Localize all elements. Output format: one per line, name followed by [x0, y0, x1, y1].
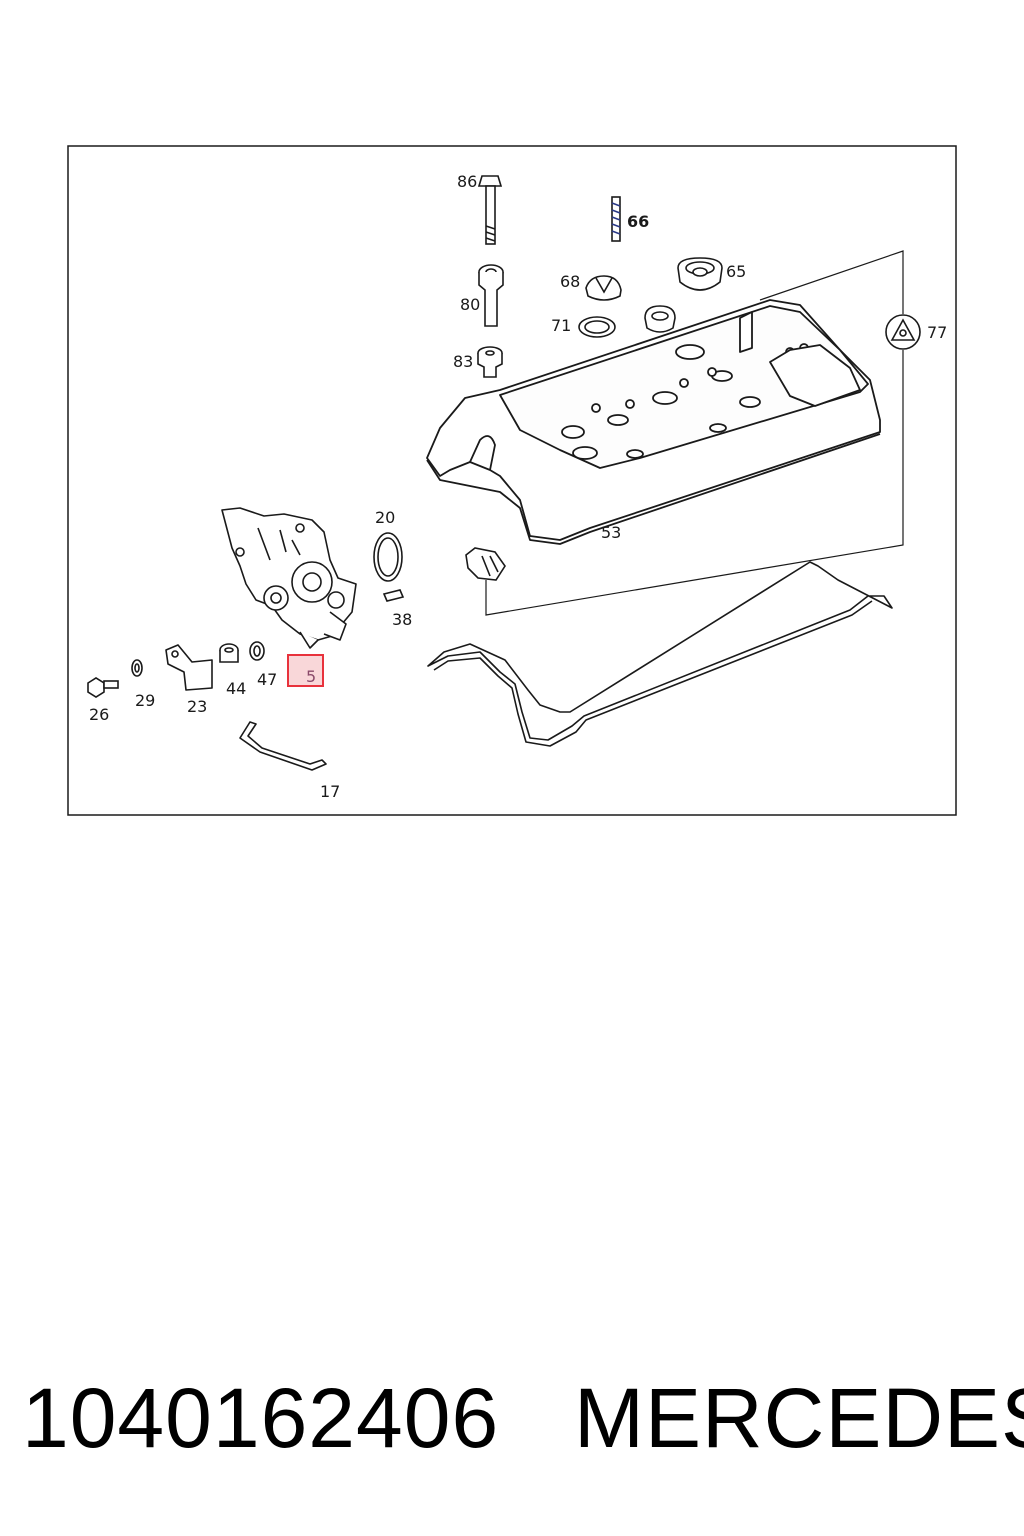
valve-cover-gasket — [427, 561, 893, 747]
part-53-valve-cover — [426, 299, 881, 545]
leader-lines-cover — [485, 250, 904, 616]
highlight-box-part-5[interactable] — [287, 654, 324, 687]
callout-29[interactable]: 29 — [135, 691, 155, 710]
callout-80[interactable]: 80 — [460, 295, 480, 314]
part-83-grommet — [477, 346, 503, 378]
part-17-gasket — [239, 721, 327, 771]
part-68-oil-cap — [585, 275, 622, 301]
part-38-dowel — [382, 589, 405, 602]
callout-71[interactable]: 71 — [551, 316, 571, 335]
breather-fitting — [465, 547, 506, 581]
part-77-washer — [885, 314, 921, 350]
part-20-o-ring — [373, 532, 403, 582]
callout-23[interactable]: 23 — [187, 697, 207, 716]
callout-5[interactable]: 5 — [306, 667, 316, 686]
callout-26[interactable]: 26 — [89, 705, 109, 724]
callout-86[interactable]: 86 — [457, 172, 477, 191]
part-29-washer — [131, 659, 143, 677]
part-65-grommet — [677, 257, 723, 291]
part-80-spacer — [478, 264, 504, 327]
diagram-frame — [67, 145, 957, 816]
callout-labels: 86 66 65 68 80 71 77 83 20 53 38 5 26 29… — [89, 172, 947, 801]
callout-44[interactable]: 44 — [226, 679, 246, 698]
part-5-timing-cover — [221, 507, 357, 649]
part-86-bolt — [477, 175, 503, 245]
callout-65[interactable]: 65 — [726, 262, 746, 281]
callout-66[interactable]: 66 — [627, 212, 649, 231]
part-23-bracket — [165, 644, 213, 691]
part-number: 1040162406 — [22, 1371, 500, 1465]
callout-77[interactable]: 77 — [927, 323, 947, 342]
callout-38[interactable]: 38 — [392, 610, 412, 629]
part-44-plug — [219, 643, 239, 663]
callout-17[interactable]: 17 — [320, 782, 340, 801]
callout-20[interactable]: 20 — [375, 508, 395, 527]
callout-83[interactable]: 83 — [453, 352, 473, 371]
callout-47[interactable]: 47 — [257, 670, 277, 689]
part-71-seal-ring — [578, 316, 616, 338]
part-66-stud — [611, 196, 621, 242]
callout-53[interactable]: 53 — [601, 523, 621, 542]
brand-name: MERCEDES — [574, 1371, 1024, 1465]
part-47-seal — [249, 641, 265, 661]
callout-68[interactable]: 68 — [560, 272, 580, 291]
part-26-bolt — [87, 677, 119, 698]
parts-diagram: 86 66 65 68 80 71 77 83 20 53 38 5 26 29… — [67, 145, 957, 816]
footer-caption: 1040162406 MERCEDES — [0, 1370, 1024, 1480]
